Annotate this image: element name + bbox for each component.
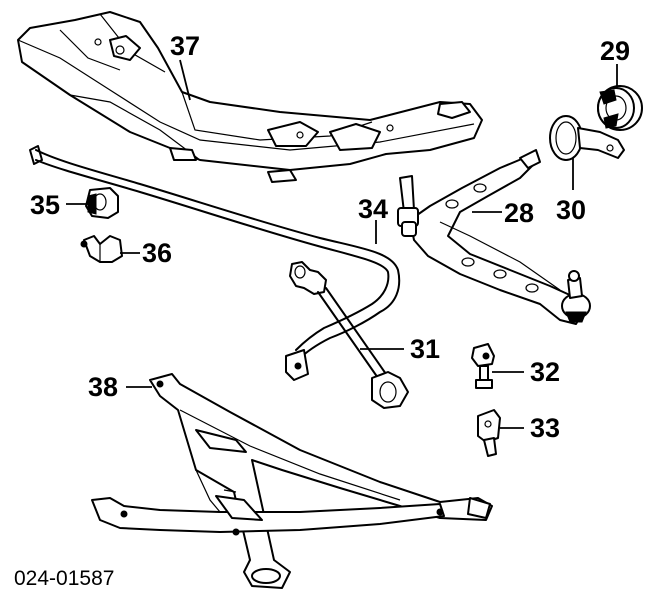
callout-36: 36 <box>142 238 173 268</box>
reinforcement-brace-38 <box>91 373 493 589</box>
bushing-35 <box>85 187 119 219</box>
control-arm-28 <box>397 149 591 325</box>
callout-33: 33 <box>530 413 561 443</box>
bracket-36 <box>80 235 123 263</box>
callout-34: 34 <box>358 194 389 224</box>
callout-29: 29 <box>600 36 631 66</box>
callout-32: 32 <box>530 357 561 387</box>
callout-30: 30 <box>556 195 587 225</box>
leader-lines <box>66 59 618 429</box>
callout-37: 37 <box>170 31 201 61</box>
rubber-mount-29 <box>597 85 643 131</box>
link-bolt-32 <box>471 343 495 389</box>
stabilizer-link-31 <box>289 261 409 409</box>
leader-37 <box>179 59 191 101</box>
diagram-code: 024-01587 <box>14 567 115 590</box>
bracket-30 <box>549 115 625 161</box>
callout-28: 28 <box>504 198 535 228</box>
callout-31: 31 <box>410 334 441 364</box>
stabilizer-bar-34 <box>29 145 401 381</box>
crossmember-37 <box>17 11 483 183</box>
callout-35: 35 <box>30 190 61 220</box>
callout-38: 38 <box>88 372 119 402</box>
link-bracket-33 <box>477 409 501 457</box>
